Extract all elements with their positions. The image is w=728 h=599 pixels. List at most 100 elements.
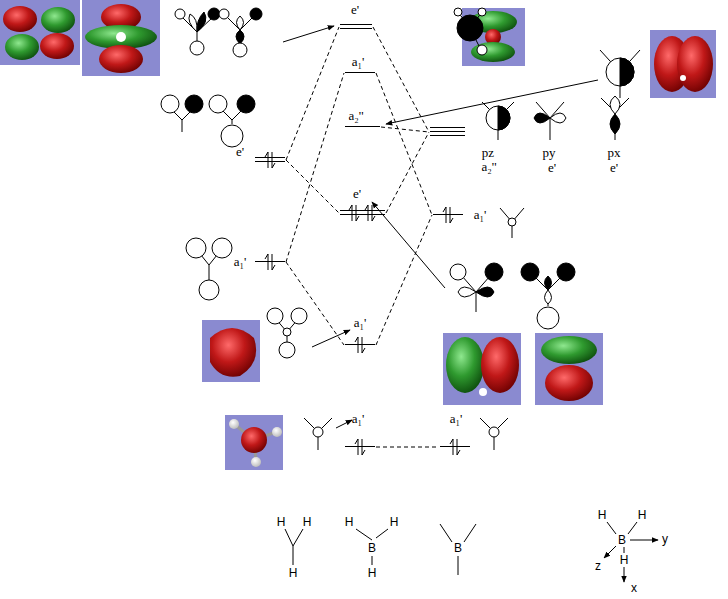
axis-figure bbox=[624, 547, 625, 553]
rendered-orbital bbox=[82, 0, 160, 76]
correlation-line bbox=[376, 73, 432, 215]
pointer-arrow bbox=[283, 26, 598, 428]
level-bar bbox=[345, 126, 380, 127]
level-bar bbox=[433, 214, 463, 215]
orbital-cartoon bbox=[236, 30, 244, 44]
orbital-cartoon bbox=[175, 9, 185, 19]
correlation-line bbox=[286, 262, 344, 345]
orbital-cartoon bbox=[279, 342, 295, 358]
rendered-orbital bbox=[82, 0, 160, 76]
level-bar bbox=[255, 161, 285, 162]
rendered-orbital bbox=[541, 336, 597, 364]
level-bar bbox=[345, 344, 375, 345]
energy-level: a₁' bbox=[255, 255, 285, 269]
axis-figure bbox=[604, 546, 616, 558]
correlation-line bbox=[376, 215, 432, 345]
level-bar bbox=[255, 157, 285, 158]
atom-label: H bbox=[303, 516, 312, 528]
level-bar bbox=[340, 24, 372, 25]
atom-label: H bbox=[390, 516, 399, 528]
atom-label: H bbox=[620, 554, 629, 566]
orbital-cartoon bbox=[212, 238, 232, 258]
energy-level: a₁' bbox=[345, 440, 375, 454]
atom-label: H bbox=[368, 567, 377, 579]
orbital-cartoon bbox=[600, 50, 640, 98]
orbital-cartoon bbox=[190, 41, 204, 55]
electron-pairs bbox=[265, 152, 460, 455]
orbital-cartoon bbox=[610, 114, 620, 134]
symmetry-label: a₁' bbox=[234, 255, 247, 268]
rendered-orbital bbox=[0, 0, 80, 65]
orbital-cartoon bbox=[222, 110, 242, 124]
orbital-cartoon bbox=[219, 9, 229, 19]
orbital-cartoon bbox=[485, 263, 503, 281]
rendered-orbital bbox=[677, 36, 713, 92]
correlation-line bbox=[376, 447, 439, 448]
rendered-orbital bbox=[443, 333, 521, 405]
electron-pairs bbox=[265, 152, 275, 168]
rendered-orbital bbox=[251, 457, 261, 467]
orbital-cartoon bbox=[458, 287, 476, 297]
level-bar bbox=[345, 446, 375, 447]
orbital-cartoon bbox=[480, 418, 508, 450]
orbital-cartoon bbox=[545, 290, 552, 304]
orbital-cartoon bbox=[550, 113, 566, 123]
axis-figure bbox=[630, 540, 658, 541]
symmetry-label: a₁' bbox=[352, 412, 365, 425]
energy-level: a₁' bbox=[440, 440, 470, 454]
symmetry-label: a₂'' bbox=[349, 109, 364, 122]
rendered-orbital bbox=[0, 0, 80, 65]
rendered-orbital bbox=[210, 328, 256, 377]
orbital-cartoon bbox=[557, 263, 575, 281]
orbital-cartoon bbox=[545, 276, 552, 290]
axis-figure bbox=[604, 522, 658, 582]
orbital-cartoon bbox=[250, 8, 262, 20]
energy-level: pza₂''pye'pxe' bbox=[430, 125, 465, 139]
orbital-cartoon bbox=[199, 280, 219, 300]
orbital-cartoon bbox=[209, 95, 227, 113]
rendered-orbital bbox=[40, 33, 74, 59]
orbital-cartoon bbox=[534, 276, 562, 306]
orbital-cartoon bbox=[189, 14, 197, 32]
molecule-sketch bbox=[285, 529, 303, 565]
orbital-cartoon bbox=[508, 218, 516, 226]
symmetry-label: a₂'' bbox=[482, 160, 497, 173]
rendered-orbital bbox=[481, 337, 519, 393]
atom-label: H bbox=[277, 516, 286, 528]
symmetry-label: e' bbox=[351, 3, 359, 16]
orbital-cartoon bbox=[208, 8, 220, 20]
energy-level: a₁' bbox=[345, 338, 375, 352]
rendered-orbital bbox=[41, 7, 75, 33]
orbital-cartoon bbox=[620, 58, 634, 86]
rendered-orbital bbox=[5, 34, 39, 60]
level-bar bbox=[340, 28, 372, 29]
orbital-cartoon bbox=[458, 12, 482, 48]
atom-label: H bbox=[598, 509, 607, 521]
rendered-orbital bbox=[545, 365, 593, 401]
orbital-cartoon bbox=[476, 287, 494, 297]
orbital-cartoon bbox=[291, 308, 307, 324]
orbital-cartoon bbox=[161, 8, 640, 450]
atom-label: B bbox=[618, 534, 626, 546]
rendered-orbital bbox=[535, 333, 603, 405]
rendered-orbital bbox=[471, 42, 515, 62]
atom-label: H bbox=[289, 567, 298, 579]
rendered-orbital bbox=[202, 320, 260, 382]
orbital-cartoon bbox=[197, 12, 206, 32]
energy-level: a₁' bbox=[345, 66, 375, 80]
level-bar bbox=[440, 446, 470, 447]
correlation-line bbox=[386, 132, 429, 213]
orbital-cartoon bbox=[161, 95, 179, 113]
energy-level: e' bbox=[340, 206, 385, 220]
orbital-cartoon bbox=[226, 16, 254, 44]
orbital-cartoon bbox=[172, 110, 192, 132]
level-bar bbox=[430, 135, 465, 136]
symmetry-label: pz bbox=[482, 146, 494, 159]
molecule-sketch bbox=[285, 524, 476, 575]
correlation-line bbox=[286, 73, 344, 262]
rendered-orbital bbox=[680, 75, 686, 81]
molecule-sketch bbox=[440, 524, 476, 575]
rendered-orbital bbox=[116, 32, 126, 42]
